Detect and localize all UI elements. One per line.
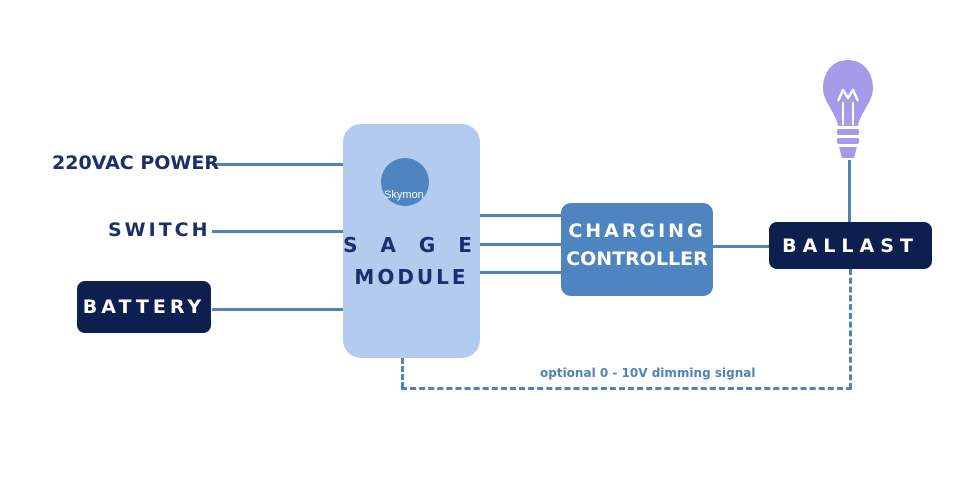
skymon-logo [381, 158, 429, 206]
dimming-line-right [849, 269, 852, 389]
charging-controller-line1: CHARGING [568, 220, 706, 242]
dimming-line-left [401, 358, 404, 388]
power-label: 220VAC POWER [52, 152, 219, 174]
sage-controller-wire-1 [480, 214, 561, 217]
power-wire [212, 163, 343, 166]
charging-controller-box [561, 203, 713, 296]
switch-wire [212, 230, 343, 233]
ballast-bulb-wire [848, 160, 851, 223]
switch-label: SWITCH [108, 219, 211, 241]
battery-label: BATTERY [82, 296, 206, 318]
sage-title-line2: MODULE [354, 265, 469, 289]
ballast-label: BALLAST [782, 234, 919, 257]
battery-wire [212, 308, 343, 311]
sage-title-line1: S A G E [343, 233, 480, 257]
dimming-signal-label: optional 0 - 10V dimming signal [540, 366, 756, 380]
charging-controller-line2: CONTROLLER [566, 248, 708, 270]
light-bulb-icon [823, 60, 873, 158]
controller-ballast-wire [713, 245, 769, 248]
sage-controller-wire-3 [480, 271, 561, 274]
skymon-logo-text: Skymon [384, 189, 424, 201]
battery-box: BATTERY [77, 281, 211, 333]
dimming-line-bottom [401, 387, 852, 390]
sage-controller-wire-2 [480, 243, 561, 246]
ballast-box: BALLAST [769, 222, 932, 269]
